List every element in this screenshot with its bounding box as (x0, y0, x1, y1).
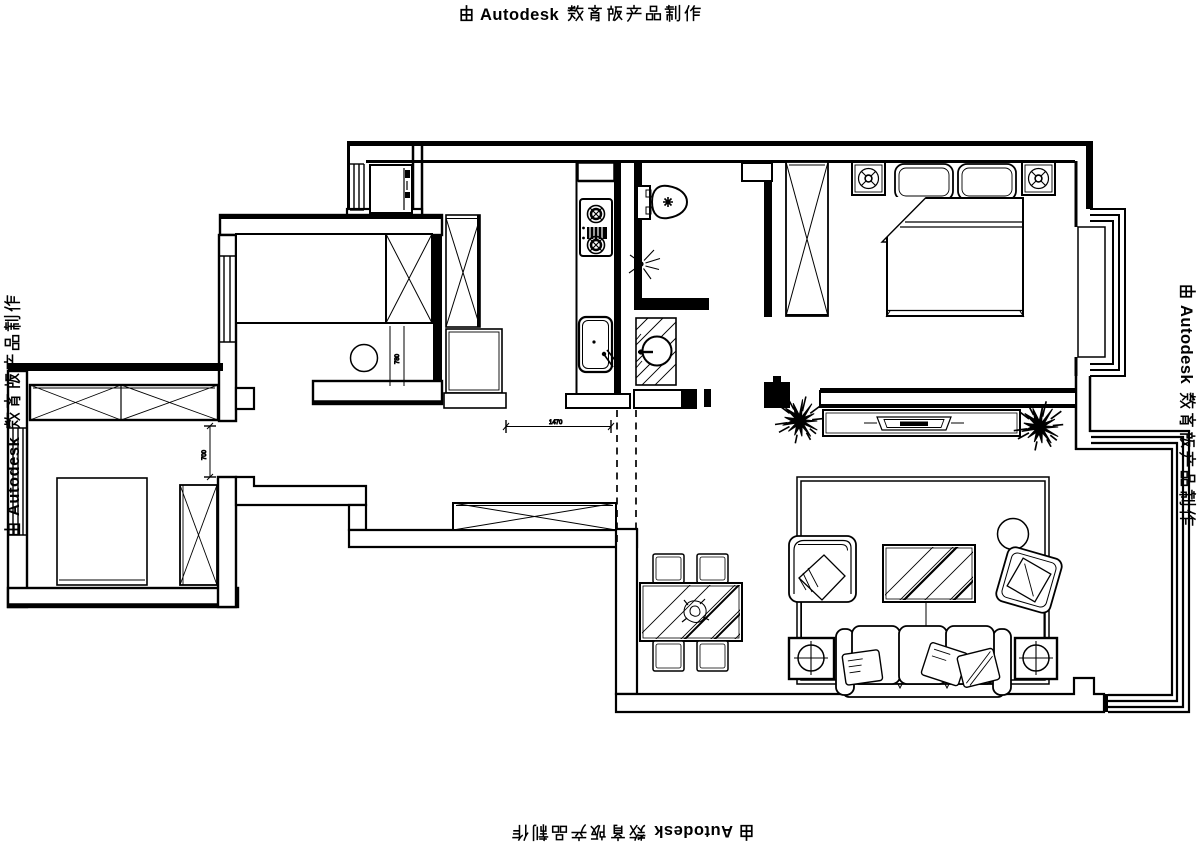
bay-window-bedroom (1074, 161, 1126, 377)
sofa-pillow-1 (841, 649, 884, 686)
storage-bed (56, 477, 148, 586)
dining-chair-1 (652, 553, 685, 584)
wash-basin (635, 317, 677, 386)
bathroom-duct (741, 162, 773, 182)
sofa-pillow-3 (956, 647, 1001, 688)
watermark-left-latin: Autodesk (5, 437, 23, 517)
kitchen-plinth (565, 393, 631, 409)
watermark-top: Autodesk (460, 4, 701, 24)
bedroom2-dim-label: 780 (395, 353, 401, 364)
watermark-bottom-latin: Autodesk (654, 822, 734, 840)
round-side-table (996, 517, 1030, 551)
watermark-left: Autodesk (3, 295, 23, 536)
passage-dashed-lines (616, 410, 637, 545)
tv-cabinet (822, 409, 1021, 437)
end-table-left (787, 636, 836, 681)
dining-chair-4 (696, 640, 729, 672)
wall-bathroom-left (634, 160, 642, 310)
coffee-table (882, 544, 976, 603)
bay-window-living (1075, 429, 1191, 714)
wall-kitchen-right (614, 160, 621, 408)
shoe-cabinet (452, 502, 617, 531)
wall-right-middle (1074, 376, 1092, 450)
bathroom (628, 184, 689, 386)
master-bedroom (785, 161, 1056, 318)
hall-closet-x (445, 214, 481, 328)
living-room (787, 476, 1063, 698)
dimension-hall-label: 1470 (549, 420, 563, 426)
watermark-right: Autodesk (1177, 285, 1197, 526)
bedroom2-dim-strip (389, 326, 405, 386)
wall-bedroom-bottom (819, 388, 1075, 408)
dimension-hall (502, 420, 615, 433)
armchair (788, 535, 857, 603)
wall-bathroom-right (764, 160, 772, 317)
washing-machine (369, 164, 413, 214)
bedroom2-window (219, 255, 236, 343)
toilet (636, 184, 689, 220)
kitchen (565, 162, 631, 409)
sofa (835, 625, 1012, 698)
watermark-right-latin: Autodesk (1177, 305, 1195, 385)
double-bed (880, 197, 1025, 318)
end-table-right (1013, 636, 1059, 681)
plant-right (1012, 400, 1065, 452)
storage-wardrobe-x (179, 484, 218, 586)
storage-room: 700 (28, 383, 220, 586)
wall-bathroom-bottom (634, 298, 709, 310)
nightstand-left (851, 161, 886, 196)
hall-cabinet (443, 328, 507, 409)
dining-chair-3 (652, 640, 685, 672)
stove (579, 198, 613, 257)
dining-area (639, 553, 743, 672)
kitchen-sink (577, 315, 616, 374)
wall-basin-niche (633, 389, 711, 409)
wall-bedroom-door-column (764, 376, 790, 408)
kitchen-duct (577, 162, 615, 182)
watermark-bottom: Autodesk (512, 822, 753, 842)
dining-chair-2 (696, 553, 729, 584)
bedroom2-wardrobe-x (385, 233, 433, 324)
pillows (894, 163, 1017, 201)
table-plant (681, 598, 710, 623)
wall-right-upper (1086, 141, 1093, 209)
master-wardrobe-x (785, 161, 829, 317)
walls (6, 141, 1191, 714)
dimension-door-label: 700 (202, 449, 208, 460)
bedroom2-stool (349, 343, 379, 373)
hallway: 1470 (443, 214, 637, 545)
shower-head (628, 249, 661, 281)
armchair-pillow (798, 554, 846, 601)
bed2 (235, 233, 433, 324)
watermark-top-latin: Autodesk (480, 6, 560, 24)
nightstand-right (1021, 161, 1056, 196)
storage-closet-x (28, 383, 220, 422)
bedroom2: 780 (235, 164, 433, 386)
dimension-door (204, 422, 216, 481)
accent-chair (995, 546, 1063, 614)
wall-top-exterior (347, 141, 1093, 146)
storage-window (8, 427, 27, 536)
tv-wall (774, 395, 1065, 452)
bedroom2-walls (217, 213, 444, 423)
laundry-window (350, 163, 365, 211)
dining-table (639, 582, 743, 642)
